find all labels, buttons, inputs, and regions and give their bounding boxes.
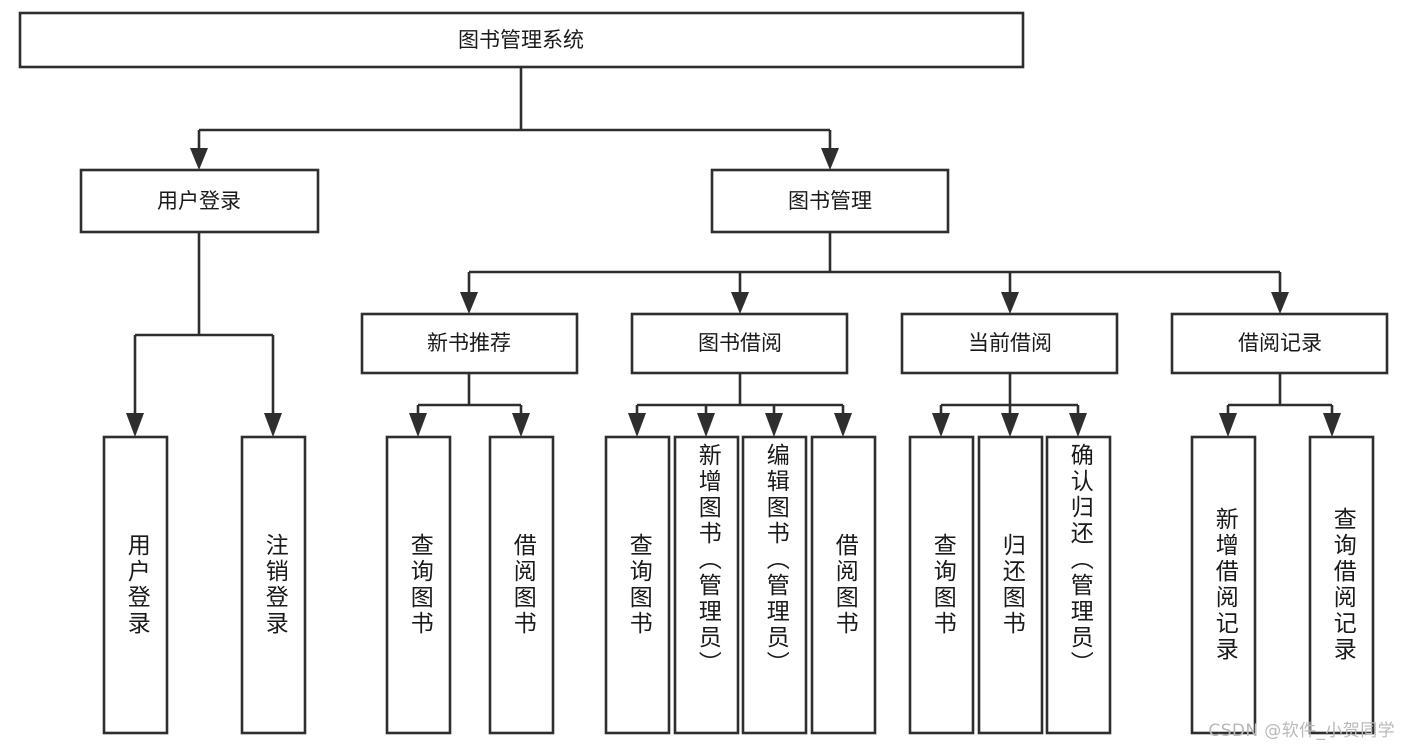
leaf-box-borrow-record-0[interactable]	[1190, 435, 1257, 735]
arrow-head-icon	[731, 292, 749, 314]
leaf-box-book-borrow-2[interactable]	[741, 435, 808, 735]
arrow-head-icon	[697, 413, 715, 437]
node-book-borrow[interactable]: 图书借阅	[630, 312, 849, 375]
arrow-head-icon	[512, 413, 530, 437]
connector-borrowrecord-to-leaves	[1219, 373, 1341, 437]
arrow-head-icon	[1001, 292, 1019, 314]
leaf-boxes-new-book-recommend	[385, 435, 555, 735]
arrow-head-icon	[1271, 292, 1289, 314]
arrow-head-icon	[1069, 413, 1087, 437]
arrow-head-icon	[628, 413, 646, 437]
node-borrow-record-label: 借阅记录	[1238, 331, 1322, 355]
arrow-head-icon	[1323, 413, 1341, 437]
leaf-boxes-book-borrow	[604, 435, 877, 735]
connector-userlogin-to-leaves	[126, 232, 282, 437]
arrow-head-icon	[765, 413, 783, 437]
arrow-head-icon	[190, 148, 208, 170]
leaf-box-new-book-1[interactable]	[488, 435, 555, 735]
node-new-book-recommend[interactable]: 新书推荐	[360, 312, 579, 375]
arrow-head-icon	[264, 413, 282, 437]
leaf-box-book-borrow-3[interactable]	[810, 435, 877, 735]
watermark: CSDN @软件_小贺同学	[1208, 721, 1395, 741]
connector-bookmgmt-to-level3	[460, 232, 1289, 314]
connector-currentborrow-to-leaves	[932, 373, 1087, 437]
arrow-head-icon	[409, 413, 427, 437]
arrow-head-icon	[932, 413, 950, 437]
node-new-book-recommend-label: 新书推荐	[427, 331, 511, 355]
node-current-borrow-label: 当前借阅	[968, 331, 1052, 355]
connector-bookborrow-to-leaves	[628, 373, 852, 437]
node-root[interactable]: 图书管理系统	[18, 11, 1025, 69]
leaf-box-user-login-1[interactable]	[240, 435, 307, 735]
node-current-borrow[interactable]: 当前借阅	[900, 312, 1119, 375]
node-user-login-label: 用户登录	[157, 189, 241, 213]
leaf-box-user-login-0[interactable]	[102, 435, 169, 735]
node-book-management-label: 图书管理	[788, 189, 872, 213]
arrow-head-icon	[834, 413, 852, 437]
leaf-boxes-borrow-record	[1190, 435, 1375, 735]
leaf-boxes-user-login	[102, 435, 307, 735]
node-book-borrow-label: 图书借阅	[698, 331, 782, 355]
arrow-head-icon	[1001, 413, 1019, 437]
leaf-box-current-borrow-2[interactable]	[1045, 435, 1112, 735]
leaf-box-book-borrow-1[interactable]	[673, 435, 740, 735]
arrow-head-icon	[821, 148, 839, 170]
node-user-login[interactable]: 用户登录	[79, 168, 320, 234]
leaf-boxes-current-borrow	[908, 435, 1112, 735]
node-borrow-record[interactable]: 借阅记录	[1170, 312, 1389, 375]
leaf-box-borrow-record-1[interactable]	[1308, 435, 1375, 735]
arrow-head-icon	[460, 292, 478, 314]
arrow-head-icon	[1219, 413, 1237, 437]
leaf-box-current-borrow-1[interactable]	[977, 435, 1044, 735]
node-book-management[interactable]: 图书管理	[710, 168, 950, 234]
leaf-box-current-borrow-0[interactable]	[908, 435, 975, 735]
leaf-box-book-borrow-0[interactable]	[604, 435, 671, 735]
connector-newbook-to-leaves	[409, 373, 530, 437]
arrow-head-icon	[126, 413, 144, 437]
connector-root-to-level2	[190, 67, 839, 170]
leaf-box-new-book-0[interactable]	[385, 435, 452, 735]
node-root-label: 图书管理系统	[458, 28, 584, 52]
